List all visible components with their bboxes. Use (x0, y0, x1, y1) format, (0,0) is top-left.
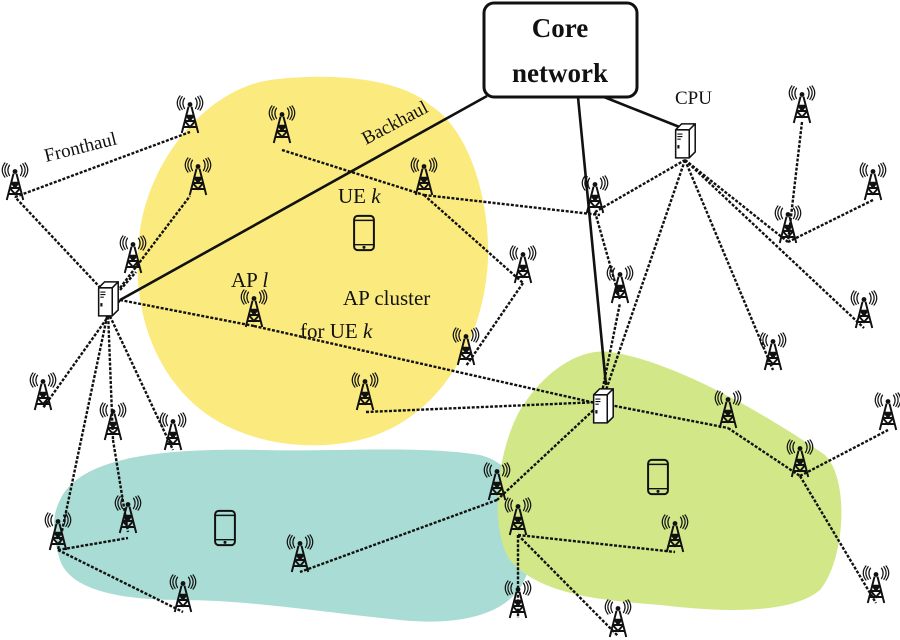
fronthaul-link (57, 548, 184, 614)
fronthaul-link (787, 198, 874, 244)
ap-cluster-label-line1: AP cluster (343, 286, 430, 310)
access-point-tower-icon (604, 598, 632, 638)
fronthaul-link (604, 159, 687, 391)
ap-l-label: AP l (231, 268, 268, 292)
fronthaul-link (684, 159, 789, 243)
cpu-server-icon (674, 123, 696, 159)
access-point-tower-icon (509, 244, 537, 284)
fronthaul-link (56, 311, 110, 551)
ue-k-label: UE k (338, 184, 381, 208)
access-point-tower-icon (788, 84, 816, 124)
fronthaul-link (42, 299, 121, 409)
backhaul-link (603, 95, 683, 130)
fronthaul-link (727, 427, 801, 477)
fronthaul-link (517, 533, 676, 554)
fronthaul-link (423, 194, 524, 284)
fronthaul-link (465, 282, 524, 367)
fronthaul-link (684, 159, 865, 329)
cpu-server-icon (592, 388, 614, 424)
core-network-box (482, 1, 639, 99)
fronthaul-link (299, 498, 498, 574)
core-network-node: Core network (482, 1, 639, 99)
fronthaul-link (423, 193, 601, 217)
fronthaul-label: Fronthaul (42, 129, 119, 167)
backhaul-link (576, 96, 608, 386)
fronthaul-link (594, 158, 686, 214)
backhaul-link (119, 94, 488, 302)
access-point-tower-icon (862, 564, 890, 604)
fronthaul-link (683, 159, 775, 371)
fronthaul-link (119, 195, 191, 289)
access-point-tower-icon (759, 331, 787, 371)
cluster-green (497, 351, 842, 610)
access-point-tower-icon (99, 401, 127, 441)
fronthaul-link (253, 324, 601, 406)
access-point-tower-icon (29, 371, 57, 411)
fronthaul-link (14, 196, 111, 299)
fronthaul-link (786, 121, 804, 243)
fronthaul-link (119, 271, 137, 291)
fronthaul-link (106, 311, 115, 441)
core-network-label-line1: Core (532, 13, 588, 43)
fronthaul-link (598, 302, 622, 403)
fronthaul-link (281, 148, 425, 197)
fronthaul-link (496, 403, 601, 501)
fronthaul-link (609, 403, 729, 430)
core-network-label-line2: network (512, 58, 608, 88)
fronthaul-link (14, 130, 191, 199)
fronthaul-link (517, 534, 619, 637)
fronthaul-link (365, 400, 601, 414)
cpu-label: CPU (675, 88, 712, 109)
cluster-yellow (137, 76, 489, 446)
access-point-tower-icon (859, 161, 887, 201)
access-point-tower-icon (850, 289, 878, 329)
cpu-server-icon (97, 281, 119, 317)
fronthaul-link (111, 439, 130, 533)
access-point-tower-icon (874, 391, 900, 431)
fronthaul-link (57, 536, 129, 552)
fronthaul-link (798, 475, 878, 604)
ap-cluster-label-line2: for UE k (300, 319, 373, 343)
fronthaul-link (799, 428, 889, 478)
